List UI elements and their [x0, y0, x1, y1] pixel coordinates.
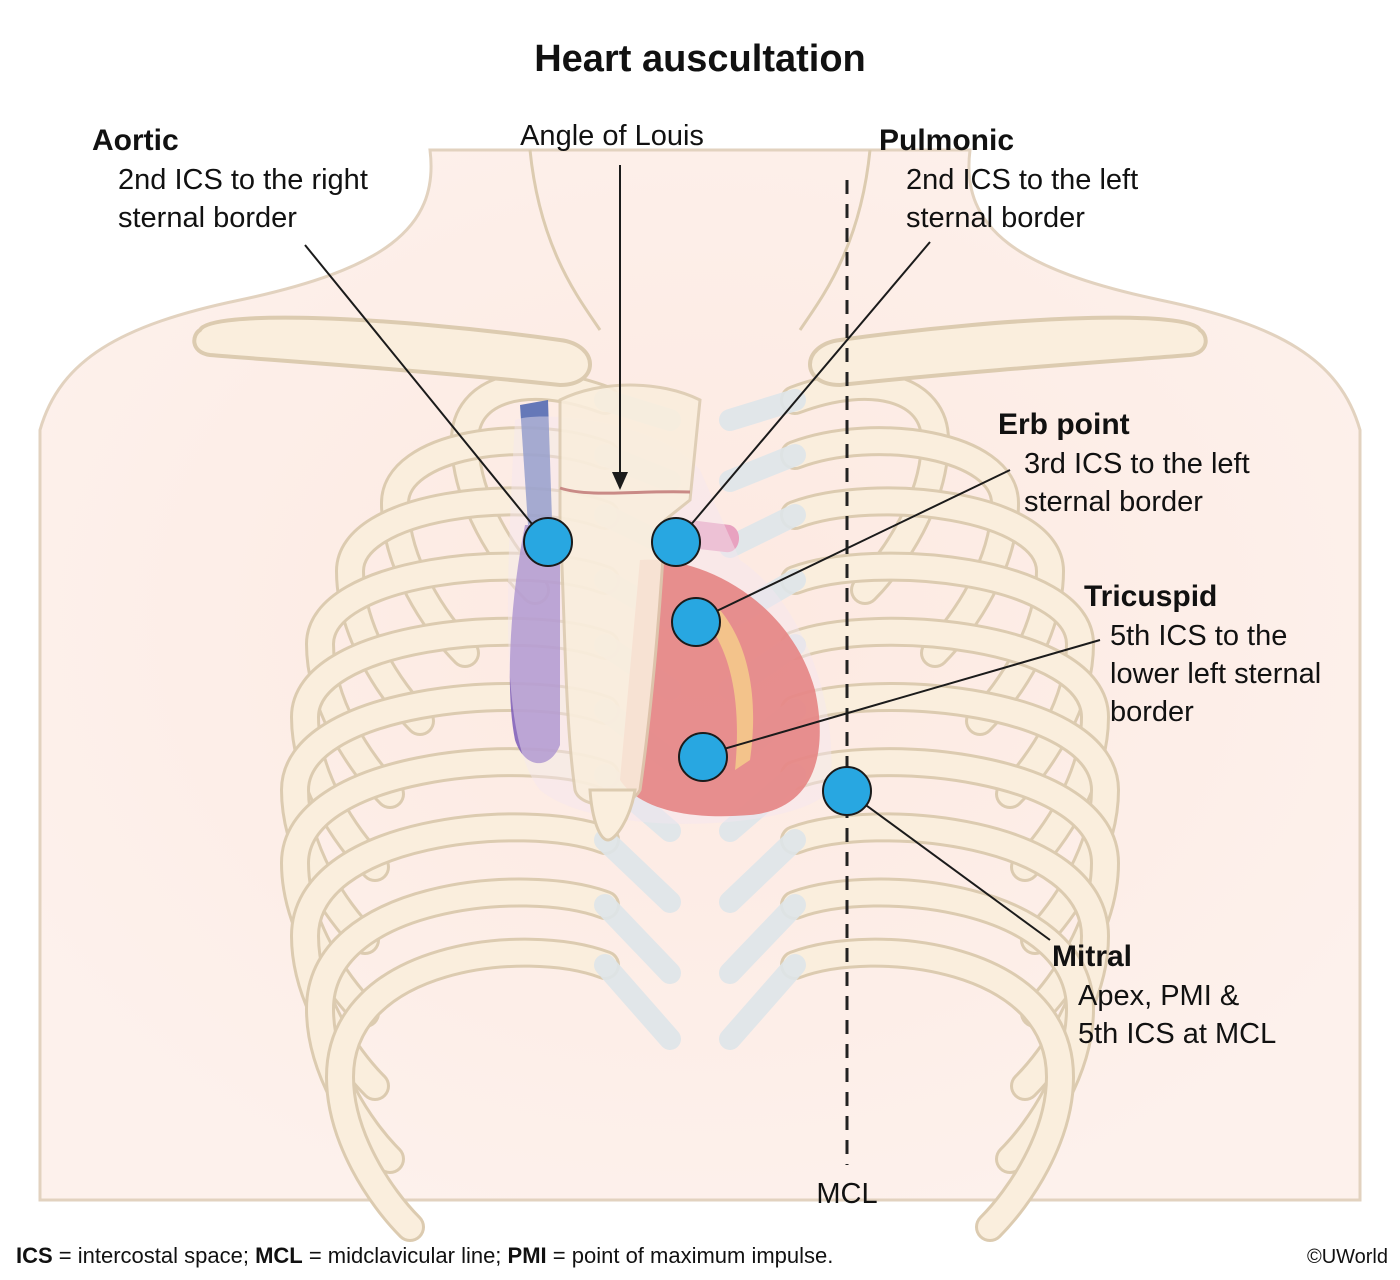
erb-leader: [697, 469, 1011, 621]
neck-line-right: [798, 149, 872, 331]
sternum: [558, 383, 702, 807]
tricuspid-label: Tricuspid: [1084, 580, 1217, 613]
superior-vena-cava: [520, 400, 552, 525]
aortic-desc-line-1: 2nd ICS to the right: [118, 164, 368, 196]
tricuspid-desc-line-2: lower left sternal: [1110, 658, 1321, 690]
pulmonic-leader: [677, 241, 931, 541]
mcl-label: MCL: [816, 1178, 877, 1210]
erb-point: [671, 597, 721, 647]
costal-cartilage: [719, 504, 806, 558]
auscultation-points: [523, 517, 872, 816]
copyright: ©UWorld: [1306, 1246, 1388, 1268]
rib: [783, 429, 1018, 665]
leader-lines: [304, 165, 1101, 941]
footer-abbr-ics: ICS: [16, 1243, 53, 1268]
tricuspid-point: [678, 732, 728, 782]
tricuspid-desc-line-3: border: [1110, 696, 1194, 728]
aortic-desc-line-2: sternal border: [118, 202, 297, 234]
diagram-title: Heart auscultation: [534, 38, 866, 80]
rib: [783, 940, 1073, 1239]
erb-desc-line-1: 3rd ICS to the left: [1024, 448, 1250, 480]
pulmonic-desc-line-1: 2nd ICS to the left: [906, 164, 1138, 196]
costal-cartilage: [719, 894, 806, 984]
angle-arrowhead: [612, 472, 628, 490]
costal-cartilage: [594, 954, 681, 1050]
mitral-point: [822, 766, 872, 816]
abbreviation-footer: ICS = intercostal space; MCL = midclavic…: [16, 1243, 833, 1269]
tricuspid-leader: [702, 639, 1101, 756]
rib: [783, 619, 1108, 879]
footer-abbr-mcl: MCL: [255, 1243, 303, 1268]
rib: [783, 489, 1063, 733]
footer-text-pmi: = point of maximum impulse.: [546, 1243, 834, 1268]
aortic-leader: [304, 244, 546, 541]
footer-text-ics: = intercostal space;: [52, 1243, 256, 1268]
rib: [783, 554, 1093, 806]
footer-text-mcl: = midclavicular line;: [302, 1243, 508, 1268]
footer-abbr-pmi: PMI: [507, 1243, 547, 1268]
heart: [620, 559, 820, 817]
pulmonic-desc-line-2: sternal border: [906, 202, 1085, 234]
right-atrium: [509, 525, 560, 764]
mitral-desc-line-1: Apex, PMI &: [1078, 980, 1239, 1012]
heart-fat: [705, 610, 754, 770]
mitral-leader: [847, 791, 1051, 941]
angle-of-louis-label: Angle of Louis: [520, 120, 704, 152]
costal-cartilage: [719, 444, 806, 492]
costal-cartilage: [594, 894, 681, 984]
erb-label: Erb point: [998, 408, 1130, 441]
costal-cartilage: [719, 389, 806, 431]
mitral-desc-line-2: 5th ICS at MCL: [1078, 1018, 1276, 1050]
pulmonic-label: Pulmonic: [879, 124, 1014, 157]
xiphoid-process: [588, 788, 637, 842]
pulmonic-point: [651, 517, 701, 567]
angle-of-louis-line: [559, 486, 691, 495]
rib: [327, 940, 617, 1239]
rib: [337, 489, 617, 733]
aortic-label: Aortic: [92, 124, 179, 157]
costal-cartilage: [719, 954, 806, 1050]
costal-cartilage: [594, 829, 681, 913]
costal-cartilage: [719, 829, 806, 913]
neck-line-left: [528, 149, 602, 331]
erb-desc-line-2: sternal border: [1024, 486, 1203, 518]
clavicle-left: [808, 315, 1208, 388]
aortic-point: [523, 517, 573, 567]
pulmonary-trunk: [690, 520, 740, 553]
mitral-label: Mitral: [1052, 940, 1132, 973]
tricuspid-desc-line-1: 5th ICS to the: [1110, 620, 1287, 652]
